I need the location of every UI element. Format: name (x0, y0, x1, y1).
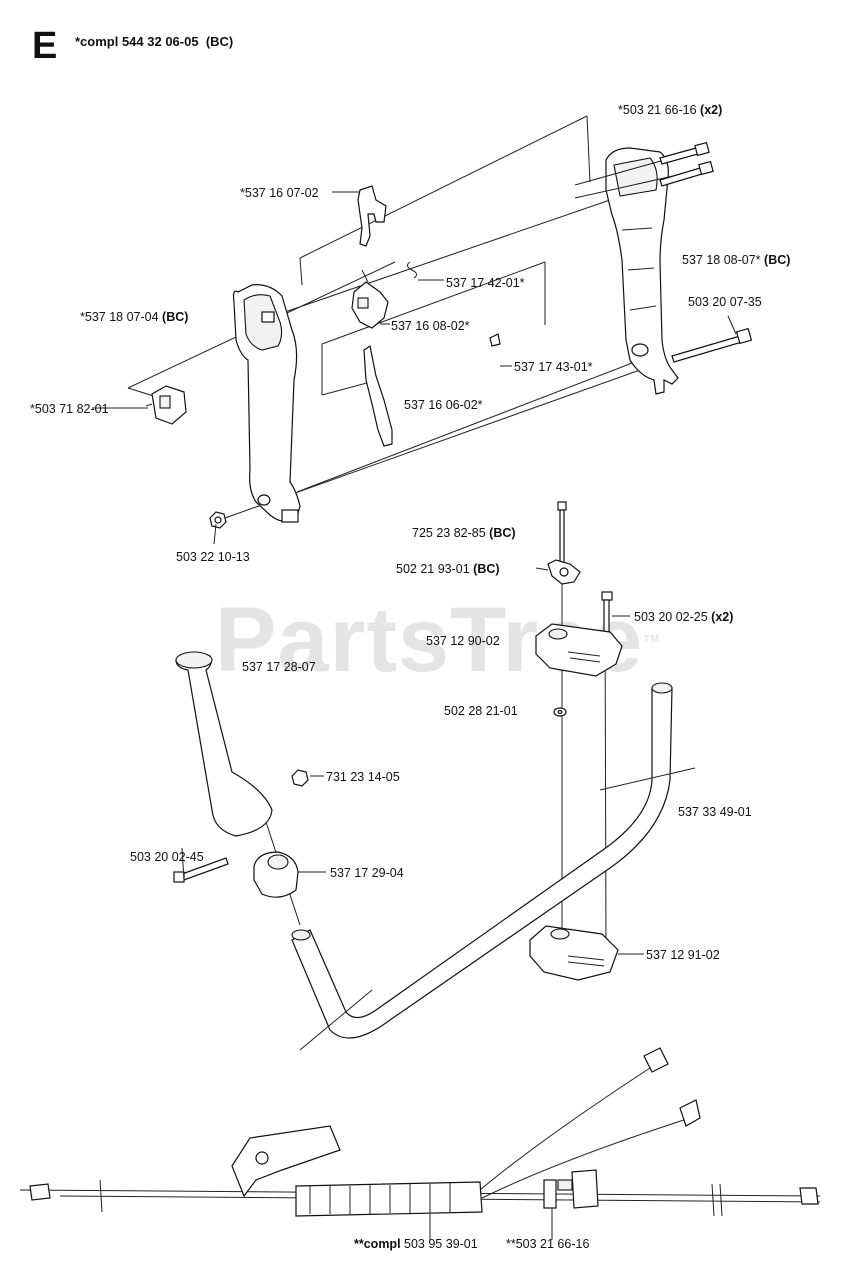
part-label: *537 16 07-02 (240, 186, 319, 200)
long-screw (671, 327, 753, 363)
nut-731 (291, 769, 309, 787)
wing-nut (547, 559, 581, 585)
handle-bar (291, 682, 673, 1039)
left-handle-half (232, 284, 301, 523)
part-label: 503 20 02-25 (x2) (634, 610, 734, 624)
part-label: 502 21 93-01 (BC) (396, 562, 500, 576)
throttle-trigger (363, 345, 393, 447)
part-label: 502 28 21-01 (444, 704, 518, 718)
connector-block (145, 385, 187, 425)
clamp-bottom (529, 925, 619, 981)
part-label: 537 33 49-01 (678, 805, 752, 819)
part-label: 731 23 14-05 (326, 770, 400, 784)
right-handle-half (605, 147, 679, 395)
nut (209, 511, 227, 529)
part-label: 537 17 43-01* (514, 360, 593, 374)
part-label: 503 20 02-45 (130, 850, 204, 864)
part-label: 503 20 07-35 (688, 295, 762, 309)
part-label: 537 18 08-07* (BC) (682, 253, 791, 267)
clip (489, 333, 501, 347)
part-label: 537 12 91-02 (646, 948, 720, 962)
grip-clamp (253, 851, 299, 898)
grip (175, 651, 273, 837)
part-label: *503 71 82-01 (30, 402, 109, 416)
screw-pair (574, 141, 714, 199)
washer (553, 707, 567, 717)
part-label: 725 23 82-85 (BC) (412, 526, 516, 540)
part-label: *503 21 66-16 (x2) (618, 103, 723, 117)
cable-harness (19, 1047, 821, 1217)
part-label: 537 17 42-01* (446, 276, 525, 290)
section-title: *compl 544 32 06-05 (BC) (75, 34, 234, 49)
part-label: **compl 503 95 39-01 (354, 1237, 478, 1251)
part-label: 503 22 10-13 (176, 550, 250, 564)
spring (406, 261, 418, 279)
part-label: *537 18 07-04 (BC) (80, 310, 189, 324)
stop-switch (351, 269, 389, 329)
clamp-top (535, 623, 623, 677)
section-letter: E (32, 25, 58, 67)
trigger-lock (357, 185, 387, 247)
part-label: 537 12 90-02 (426, 634, 500, 648)
part-label: **503 21 66-16 (506, 1237, 590, 1251)
part-label: 537 17 28-07 (242, 660, 316, 674)
part-label: 537 16 06-02* (404, 398, 483, 412)
part-label: 537 17 29-04 (330, 866, 404, 880)
part-label: 537 16 08-02* (391, 319, 470, 333)
